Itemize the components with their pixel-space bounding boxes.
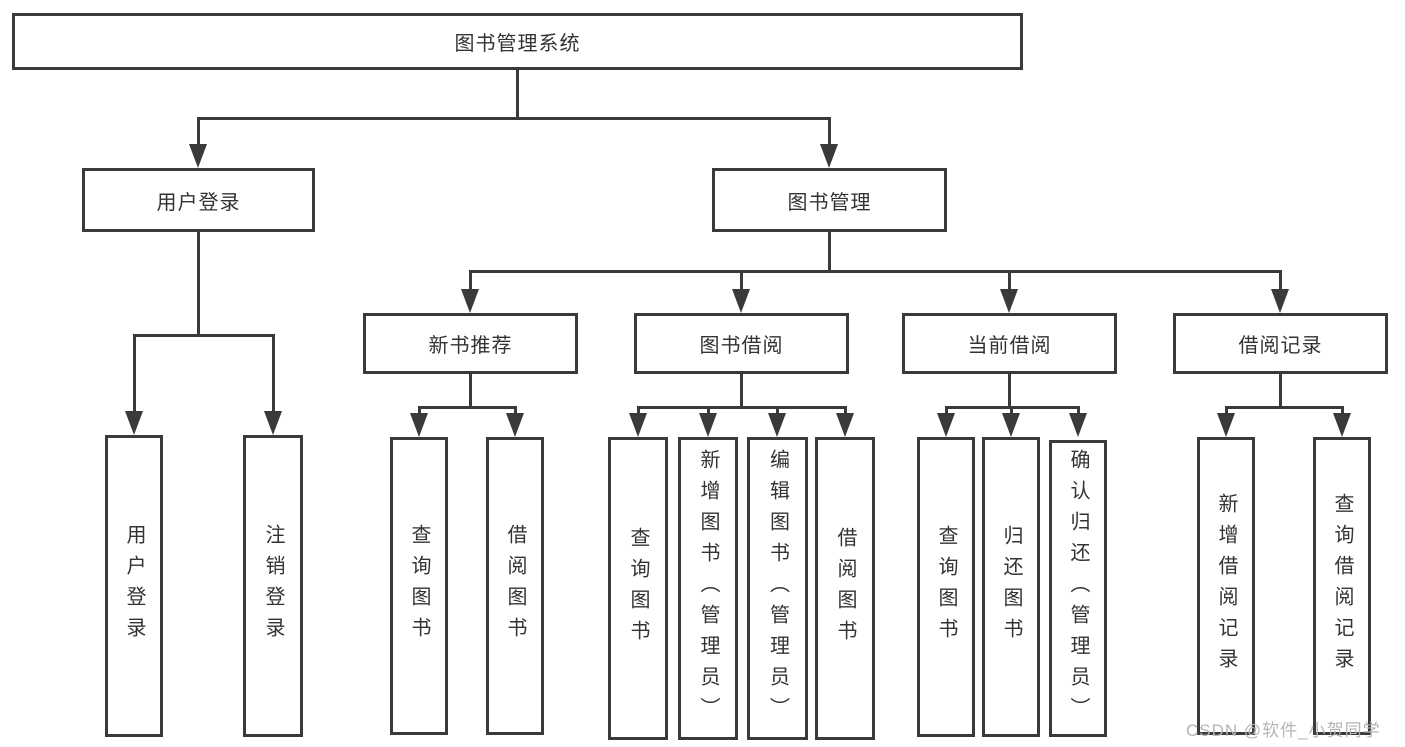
connector-drop-current-borrow (1008, 270, 1011, 291)
arrowhead-down-icon (410, 413, 428, 437)
arrowhead-down-icon (1271, 289, 1289, 313)
arrowhead-down-icon (189, 144, 207, 168)
node-label: 用户登录 (156, 191, 241, 214)
arrowhead-down-icon (506, 413, 524, 437)
connector-drop-leaf (637, 406, 640, 416)
leaf-query-books-recommend: 查询图书 (390, 437, 448, 735)
csdn-watermark: CSDN @软件_小贺同学 (1186, 721, 1381, 740)
leaf-borrow-books-recommend: 借阅图书 (486, 437, 544, 735)
arrowhead-down-icon (125, 411, 143, 435)
connector-stem (1008, 374, 1011, 407)
connector-drop-leaf (133, 334, 136, 413)
connector-drop-leaf (1077, 406, 1080, 416)
connector-drop-leaf (945, 406, 948, 416)
leaf-label: 查询图书 (408, 524, 430, 648)
node-label: 图书管理 (787, 191, 872, 214)
arrowhead-down-icon (937, 413, 955, 437)
leaf-add-borrow-record: 新增借阅记录 (1197, 437, 1255, 735)
connector-rail (637, 406, 845, 409)
leaf-user-login: 用户登录 (105, 435, 163, 737)
leaf-edit-books-admin: 编辑图书（管理员） (747, 437, 808, 740)
leaf-label: 编辑图书（管理员） (766, 449, 789, 728)
leaf-borrow-books-borrow: 借阅图书 (815, 437, 875, 740)
node-label: 当前借阅 (967, 335, 1052, 357)
arrowhead-down-icon (1069, 413, 1087, 437)
connector-drop-user-login (197, 117, 200, 146)
leaf-query-books-borrow: 查询图书 (608, 437, 668, 740)
arrowhead-down-icon (732, 289, 750, 313)
node-book-management: 图书管理 (712, 168, 947, 232)
leaf-label: 借阅图书 (504, 524, 526, 648)
arrowhead-down-icon (1000, 289, 1018, 313)
node-new-book-recommendation: 新书推荐 (363, 313, 578, 374)
arrowhead-down-icon (836, 413, 854, 437)
leaf-label: 确认归还（管理员） (1067, 449, 1089, 728)
connector-drop-book-borrow (740, 270, 743, 291)
arrowhead-down-icon (1217, 413, 1235, 437)
leaf-confirm-return-admin: 确认归还（管理员） (1049, 440, 1107, 737)
connector-root-stem (516, 70, 519, 118)
leaf-label: 新增借阅记录 (1215, 493, 1237, 679)
connector-drop-leaf (1225, 406, 1228, 416)
leaf-label: 新增图书（管理员） (697, 449, 719, 728)
node-borrowing-records: 借阅记录 (1173, 313, 1388, 374)
connector-drop-leaf (514, 406, 517, 416)
leaf-return-books: 归还图书 (982, 437, 1040, 737)
node-label: 借阅记录 (1238, 335, 1323, 357)
connector-drop-book-management (828, 117, 831, 146)
connector-drop-borrow-records (1279, 270, 1282, 291)
connector-stem (469, 374, 472, 407)
node-user-login: 用户登录 (82, 168, 315, 232)
connector-user-login-stem (197, 232, 200, 335)
arrowhead-down-icon (629, 413, 647, 437)
leaf-logout: 注销登录 (243, 435, 303, 737)
connector-stem (740, 374, 743, 407)
leaf-query-books-current: 查询图书 (917, 437, 975, 737)
connector-drop-leaf (844, 406, 847, 416)
connector-drop-new-book (469, 270, 472, 291)
node-current-borrowing: 当前借阅 (902, 313, 1117, 374)
connector-level2-rail (197, 117, 830, 120)
leaf-label: 借阅图书 (834, 526, 856, 651)
node-label: 图书借阅 (699, 335, 784, 357)
connector-drop-leaf (1341, 406, 1344, 416)
node-book-management-system: 图书管理系统 (12, 13, 1023, 70)
node-label: 图书管理系统 (454, 33, 581, 55)
connector-drop-leaf (776, 406, 779, 416)
connector-drop-leaf (707, 406, 710, 416)
arrowhead-down-icon (1002, 413, 1020, 437)
arrowhead-down-icon (1333, 413, 1351, 437)
connector-rail (1225, 406, 1343, 409)
arrowhead-down-icon (264, 411, 282, 435)
leaf-label: 查询图书 (935, 525, 957, 649)
arrowhead-down-icon (768, 413, 786, 437)
connector-stem (1279, 374, 1282, 407)
leaf-label: 查询借阅记录 (1331, 493, 1353, 679)
connector-drop-leaf (272, 334, 275, 413)
arrowhead-down-icon (699, 413, 717, 437)
leaf-label: 用户登录 (123, 524, 145, 648)
leaf-label: 查询图书 (627, 526, 649, 651)
leaf-label: 注销登录 (262, 524, 284, 648)
node-book-borrowing: 图书借阅 (634, 313, 849, 374)
connector-rail (418, 406, 516, 409)
node-label: 新书推荐 (428, 335, 513, 357)
connector-drop-leaf (1010, 406, 1013, 416)
leaf-query-borrow-record: 查询借阅记录 (1313, 437, 1371, 735)
connector-level3-rail (469, 270, 1281, 273)
connector-user-login-rail (133, 334, 274, 337)
arrowhead-down-icon (461, 289, 479, 313)
connector-drop-leaf (418, 406, 421, 416)
leaf-label: 归还图书 (1000, 525, 1022, 649)
connector-book-management-stem (828, 232, 831, 271)
leaf-add-books-admin: 新增图书（管理员） (678, 437, 738, 740)
arrowhead-down-icon (820, 144, 838, 168)
